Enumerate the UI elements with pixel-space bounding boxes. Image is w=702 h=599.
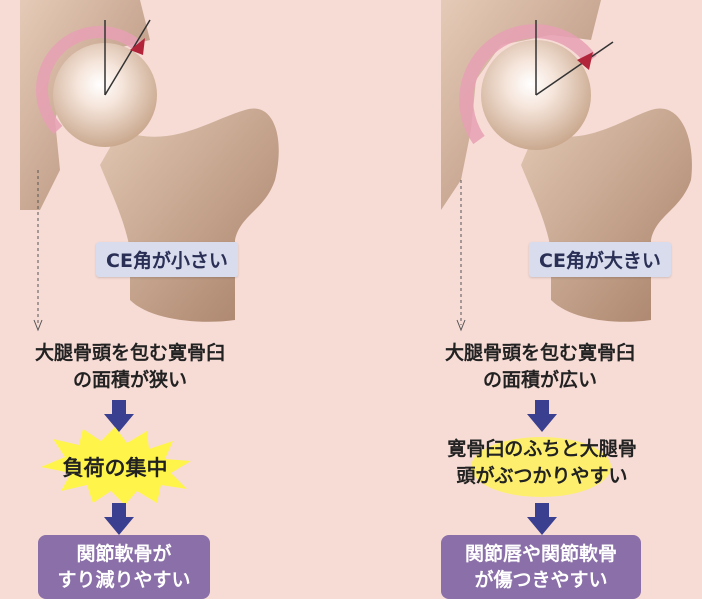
right-desc-line1: 大腿骨頭を包む寛骨臼 [415, 340, 665, 367]
left-result-box: 関節軟骨が すり減りやすい [38, 535, 210, 599]
left-desc-line2: の面積が狭い [10, 367, 250, 394]
left-result-line1: 関節軟骨が [38, 541, 210, 567]
load-concentration-text: 負荷の集中 [35, 452, 195, 482]
left-hip-illustration [0, 0, 351, 598]
left-panel: CE角が小さい 大腿骨頭を包む寛骨臼 の面積が狭い 負荷の集中 関節軟骨が すり… [0, 0, 351, 598]
right-result-box: 関節唇や関節軟骨 が傷つきやすい [441, 535, 641, 599]
down-arrow-icon [527, 400, 557, 432]
right-mid-line1: 寛骨臼のふちと大腿骨 [417, 436, 667, 463]
left-description: 大腿骨頭を包む寛骨臼 の面積が狭い [10, 340, 250, 394]
right-result-line2: が傷つきやすい [441, 567, 641, 593]
left-desc-line1: 大腿骨頭を包む寛骨臼 [10, 340, 250, 367]
down-arrow-icon [104, 503, 134, 535]
ce-angle-large-label: CE角が大きい [529, 242, 671, 277]
down-arrow-icon [527, 503, 557, 535]
impingement-text: 寛骨臼のふちと大腿骨 頭がぶつかりやすい [417, 436, 667, 490]
right-mid-line2: 頭がぶつかりやすい [417, 463, 667, 490]
right-result-line1: 関節唇や関節軟骨 [441, 541, 641, 567]
right-description: 大腿骨頭を包む寛骨臼 の面積が広い [415, 340, 665, 394]
ce-angle-small-label: CE角が小さい [96, 242, 238, 277]
right-panel: CE角が大きい 大腿骨頭を包む寛骨臼 の面積が広い 寛骨臼のふちと大腿骨 頭がぶ… [351, 0, 702, 598]
left-result-line2: すり減りやすい [38, 567, 210, 593]
right-desc-line2: の面積が広い [415, 367, 665, 394]
